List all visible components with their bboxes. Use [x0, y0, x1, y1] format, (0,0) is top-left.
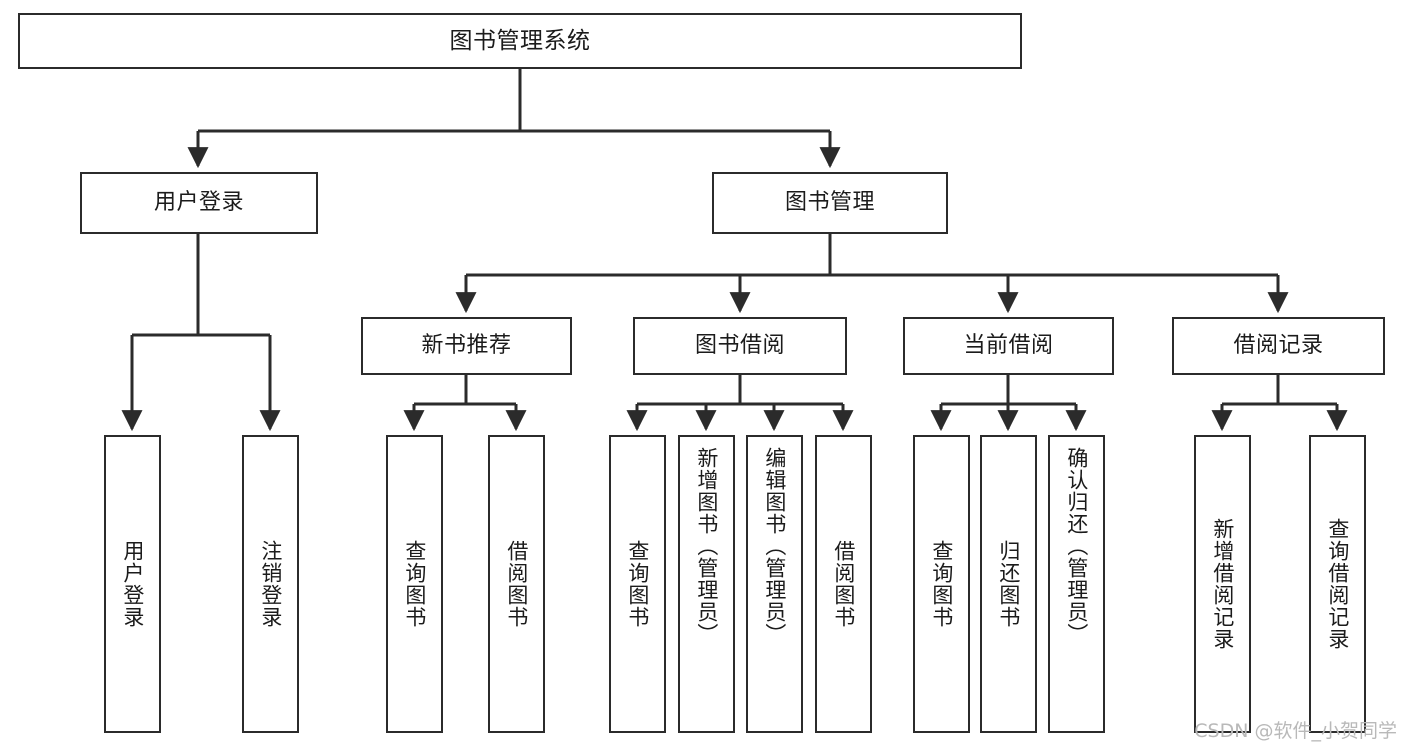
node-label: 借阅图书 [504, 540, 529, 628]
node-leaf-confirm-return-admin[interactable]: 确认归还（管理员） [1048, 435, 1105, 733]
node-current-borrowing[interactable]: 当前借阅 [903, 317, 1114, 375]
node-leaf-add-borrow-record[interactable]: 新增借阅记录 [1194, 435, 1251, 733]
node-leaf-add-book-admin[interactable]: 新增图书（管理员） [678, 435, 735, 733]
node-leaf-query-book-borrow[interactable]: 查询图书 [609, 435, 666, 733]
watermark-text: CSDN @软件_小贺同学 [1194, 720, 1397, 742]
node-leaf-borrow-book[interactable]: 借阅图书 [815, 435, 872, 733]
node-root-book-management-system[interactable]: 图书管理系统 [18, 13, 1022, 69]
node-book-borrowing[interactable]: 图书借阅 [633, 317, 847, 375]
node-label: 注销登录 [258, 540, 283, 628]
node-label: 当前借阅 [963, 333, 1054, 358]
node-label: 查询图书 [929, 540, 954, 628]
node-leaf-query-borrow-record[interactable]: 查询借阅记录 [1309, 435, 1366, 733]
node-leaf-return-book[interactable]: 归还图书 [980, 435, 1037, 733]
node-leaf-borrow-book-newbook[interactable]: 借阅图书 [488, 435, 545, 733]
node-label: 新增图书（管理员） [694, 447, 719, 645]
node-label: 借阅图书 [831, 540, 856, 628]
node-borrowing-records[interactable]: 借阅记录 [1172, 317, 1385, 375]
node-leaf-edit-book-admin[interactable]: 编辑图书（管理员） [746, 435, 803, 733]
node-label: 新书推荐 [421, 333, 512, 358]
node-label: 图书管理系统 [449, 27, 591, 54]
node-label: 用户登录 [120, 540, 145, 628]
node-leaf-query-book-current[interactable]: 查询图书 [913, 435, 970, 733]
node-user-login[interactable]: 用户登录 [80, 172, 318, 234]
node-leaf-logout[interactable]: 注销登录 [242, 435, 299, 733]
node-leaf-query-book-newbook[interactable]: 查询图书 [386, 435, 443, 733]
node-label: 查询图书 [402, 540, 427, 628]
node-label: 编辑图书（管理员） [762, 447, 787, 645]
node-label: 图书借阅 [694, 333, 785, 358]
node-label: 用户登录 [153, 190, 244, 215]
node-label: 图书管理 [784, 190, 875, 215]
node-new-book-recommendation[interactable]: 新书推荐 [361, 317, 572, 375]
node-book-management[interactable]: 图书管理 [712, 172, 948, 234]
node-label: 归还图书 [996, 540, 1021, 628]
node-leaf-user-login[interactable]: 用户登录 [104, 435, 161, 733]
node-label: 查询图书 [625, 540, 650, 628]
node-label: 新增借阅记录 [1210, 518, 1235, 650]
node-label: 借阅记录 [1233, 333, 1324, 358]
node-label: 查询借阅记录 [1325, 518, 1350, 650]
node-label: 确认归还（管理员） [1064, 447, 1089, 645]
